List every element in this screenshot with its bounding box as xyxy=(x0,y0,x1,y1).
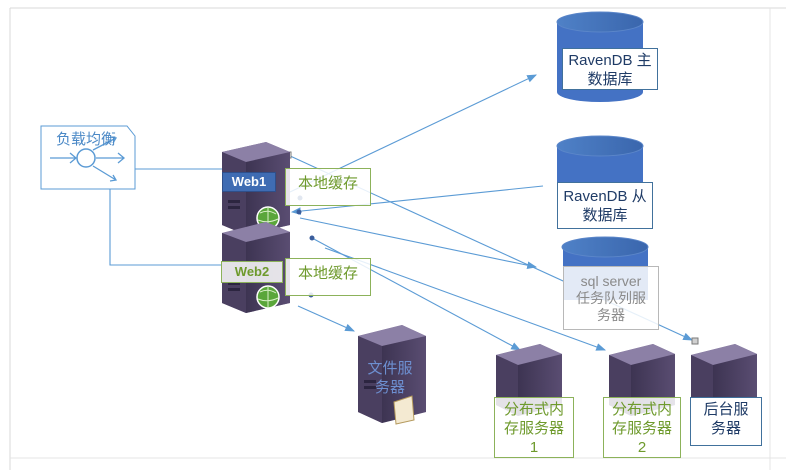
backend-server-line2: 务器 xyxy=(710,419,741,437)
ravendb-slave-line2: 数据库 xyxy=(582,206,628,224)
ravendb-master-label: RavenDB 主 数据库 xyxy=(562,48,658,90)
file-server-label: 文件服 务器 xyxy=(362,360,418,398)
file-server-line2: 务器 xyxy=(374,378,405,396)
file-server-line1: 文件服 xyxy=(367,360,413,377)
web2-to-file-connector xyxy=(297,305,356,332)
slave-to-web1-connector xyxy=(290,185,544,215)
web1-to-queue-connector xyxy=(299,217,538,269)
web2-label: Web2 xyxy=(221,261,283,283)
web1-cache-label: 本地缓存 xyxy=(285,168,371,206)
file-server-icon xyxy=(358,325,426,425)
load-balancer-label: 负载均衡 xyxy=(56,131,117,148)
ravendb-slave-line1: RavenDB 从 xyxy=(563,188,647,205)
sql-queue-line2: 任务队列服 xyxy=(576,289,646,306)
cache-server-1-line2: 存服务器 xyxy=(503,419,564,437)
cache-server-2-line2: 存服务器 xyxy=(611,419,672,437)
ravendb-master-line2: 数据库 xyxy=(587,70,633,88)
page-frame xyxy=(9,7,786,470)
cache-server-1-line1: 分布式内 xyxy=(503,401,564,418)
load-balancer-icon xyxy=(40,125,136,190)
sql-queue-label: sql server 任务队列服 务器 xyxy=(563,266,659,330)
backend-server-line1: 后台服 xyxy=(703,401,749,418)
backend-server-label: 后台服 务器 xyxy=(690,397,762,446)
ravendb-slave-label: RavenDB 从 数据库 xyxy=(557,182,653,229)
cache-server-1-line3: 1 xyxy=(529,438,539,456)
cache-server-2-line1: 分布式内 xyxy=(611,401,672,418)
sql-queue-line3: 务器 xyxy=(597,306,625,323)
ravendb-master-line1: RavenDB 主 xyxy=(568,52,652,69)
web1-label: Web1 xyxy=(222,172,276,192)
cache-server-2-label: 分布式内 存服务器 2 xyxy=(603,397,681,458)
web2-to-cache2-connector xyxy=(324,247,607,351)
web1-to-cache1-connector xyxy=(311,237,521,351)
lb-to-web2-connector xyxy=(109,189,226,266)
connector-endpoint xyxy=(691,337,699,345)
web2-globe-icon xyxy=(256,285,280,309)
sql-queue-line1: sql server xyxy=(580,273,642,289)
cache-server-2-line3: 2 xyxy=(637,438,647,456)
web2-cache-label: 本地缓存 xyxy=(285,258,371,296)
cache-server-1-label: 分布式内 存服务器 1 xyxy=(494,397,574,458)
